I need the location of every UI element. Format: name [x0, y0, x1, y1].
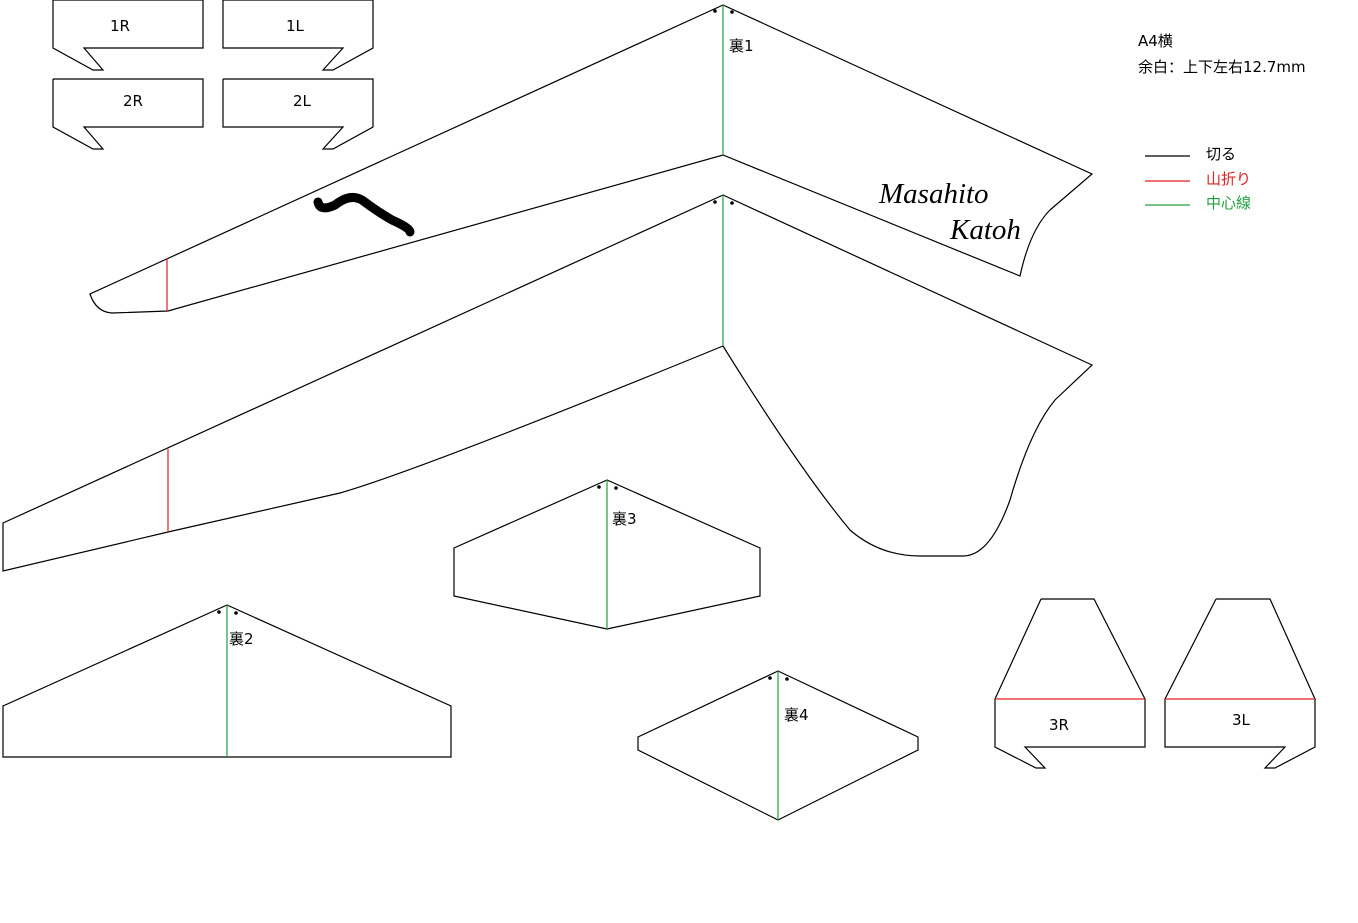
tab-3r-label: 3R	[1049, 716, 1069, 734]
tab-3l-label: 3L	[1232, 711, 1250, 729]
margin-note: 余白：上下左右12.7mm	[1138, 58, 1306, 76]
tab-1r-label: 1R	[110, 17, 130, 35]
part-4-label: 裏4	[784, 706, 809, 724]
part-1-label: 裏1	[729, 37, 754, 55]
part-2-label: 裏2	[229, 630, 254, 648]
tab-2r-outline	[52, 78, 204, 150]
legend-center-label: 中心線	[1206, 194, 1252, 212]
marker-dot	[217, 610, 221, 614]
tab-2l-label: 2L	[293, 92, 311, 110]
marker-dot	[730, 201, 734, 205]
tab-1r-outline	[52, 0, 204, 71]
marker-dot	[614, 486, 618, 490]
tab-1l-label: 1L	[286, 17, 304, 35]
ink-scribble	[313, 192, 415, 237]
legend-cut-label: 切る	[1206, 145, 1237, 163]
marker-dot	[730, 10, 734, 14]
signature-last-name: Katoh	[950, 214, 1021, 246]
tab-3l-outline	[1164, 598, 1316, 769]
marker-dot	[785, 677, 789, 681]
legend-fold-label: 山折り	[1206, 170, 1252, 188]
tab-2l-outline	[222, 78, 374, 150]
marker-dot	[713, 200, 717, 204]
part-3-label: 裏3	[612, 510, 637, 528]
paper-size-note: A4横	[1138, 32, 1173, 50]
marker-dot	[234, 611, 238, 615]
tab-2r-label: 2R	[123, 92, 143, 110]
tab-3r-outline	[994, 598, 1146, 769]
part-main-wing-outline	[2, 194, 1094, 572]
signature-first-name: Masahito	[879, 178, 989, 210]
marker-dot	[597, 485, 601, 489]
marker-dot	[713, 9, 717, 13]
tab-1l-outline	[222, 0, 374, 71]
part-1-outline	[89, 4, 1094, 314]
marker-dot	[768, 676, 772, 680]
